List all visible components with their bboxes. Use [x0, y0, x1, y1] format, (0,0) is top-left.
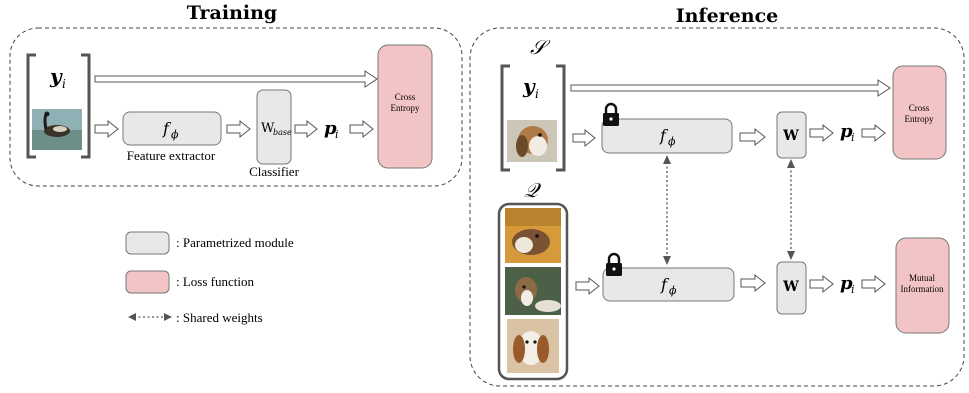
svg-text:W: W [261, 121, 275, 136]
query-loss-line2: Information [901, 284, 944, 294]
svg-text:i: i [335, 128, 339, 141]
legend-module-swatch [125, 231, 170, 255]
training-cross-entropy [377, 44, 433, 169]
training-title: Training [187, 2, 277, 24]
svg-text:i: i [851, 131, 855, 144]
support-right-bracket [556, 64, 566, 172]
lock-icon [606, 252, 622, 276]
query-classifier-symbol: W [782, 279, 799, 295]
inference-label-yi: y i [522, 74, 539, 101]
support-feature-extractor [601, 118, 733, 154]
support-loss-line1: Cross [909, 103, 930, 113]
legend-loss-swatch [125, 270, 170, 294]
support-arrow-extractor [739, 127, 766, 147]
query-dog-image-1 [505, 208, 561, 263]
svg-text:p: p [324, 118, 337, 139]
shared-weights-arrow-classifier [787, 159, 795, 260]
training-arrow-classifier [294, 119, 318, 139]
shared-weights-arrow-extractor [663, 155, 671, 265]
training-loss-line2: Entropy [391, 103, 420, 113]
training-arrow-prob [349, 119, 374, 139]
training-right-bracket [81, 53, 91, 159]
query-mutual-information [895, 237, 950, 334]
support-prob-pi: p i [840, 121, 855, 144]
support-classifier [776, 111, 807, 159]
svg-text:ϕ: ϕ [669, 284, 677, 297]
training-feature-extractor [122, 111, 222, 146]
training-classifier [256, 89, 292, 165]
query-arrow-classifier [809, 274, 834, 294]
inference-panel [469, 27, 965, 387]
training-panel [9, 27, 463, 187]
training-left-bracket [26, 53, 36, 159]
svg-text:f: f [162, 119, 172, 138]
lock-icon [603, 102, 619, 126]
training-classifier-symbol: W base [261, 121, 292, 137]
query-loss-line1: Mutual [909, 273, 935, 283]
svg-text:p: p [840, 121, 853, 142]
query-arrow-extractor [740, 273, 766, 293]
training-extractor-symbol: f ϕ [162, 119, 179, 141]
legend-shared-text: : Shared weights [176, 310, 263, 325]
support-arrow-classifier [809, 123, 834, 143]
goose-image [32, 109, 82, 150]
training-prob-pi: p i [324, 118, 339, 141]
support-loss-line2: Entropy [905, 114, 934, 124]
query-prob-pi: p i [840, 273, 855, 296]
svg-text:p: p [840, 273, 853, 294]
support-dog-image [507, 120, 557, 162]
support-set-symbol: 𝒮 [530, 35, 551, 59]
query-arrow-image [575, 276, 600, 296]
svg-text:f: f [660, 275, 670, 294]
inference-title: Inference [676, 5, 779, 27]
query-set-symbol: 𝒬 [524, 178, 542, 202]
support-arrow-image [572, 128, 596, 148]
svg-text:ϕ: ϕ [171, 128, 179, 141]
svg-text:i: i [62, 77, 66, 91]
legend-shared-weights-arrow [128, 313, 172, 321]
support-classifier-symbol: W [782, 128, 799, 144]
query-feature-extractor [602, 267, 735, 302]
query-extractor-symbol: f ϕ [660, 275, 677, 297]
classifier-caption: Classifier [249, 164, 299, 179]
svg-text:i: i [851, 283, 855, 296]
support-left-bracket [500, 64, 510, 172]
svg-text:base: base [273, 128, 292, 137]
query-classifier [776, 261, 807, 315]
support-cross-entropy [892, 65, 947, 160]
svg-text:y: y [522, 74, 536, 98]
svg-text:f: f [659, 126, 669, 145]
support-long-arrow [570, 79, 891, 97]
training-long-arrow [94, 70, 378, 88]
support-extractor-symbol: f ϕ [659, 126, 676, 148]
svg-text:y: y [49, 64, 63, 88]
support-arrow-prob [861, 123, 886, 143]
svg-text:i: i [535, 87, 539, 101]
query-dog-image-2 [505, 267, 561, 315]
svg-text:ϕ: ϕ [668, 135, 676, 148]
query-arrow-prob [861, 274, 886, 294]
feature-extractor-caption: Feature extractor [127, 148, 216, 163]
query-set-frame [497, 202, 569, 381]
legend-loss-text: : Loss function [176, 274, 254, 289]
training-label-yi: y i [49, 64, 66, 91]
legend-parametrized-text: : Parametrized module [176, 235, 294, 250]
query-dog-image-3 [507, 319, 559, 373]
training-arrow-image [94, 119, 119, 139]
training-loss-line1: Cross [395, 92, 416, 102]
training-arrow-extractor [226, 119, 251, 139]
